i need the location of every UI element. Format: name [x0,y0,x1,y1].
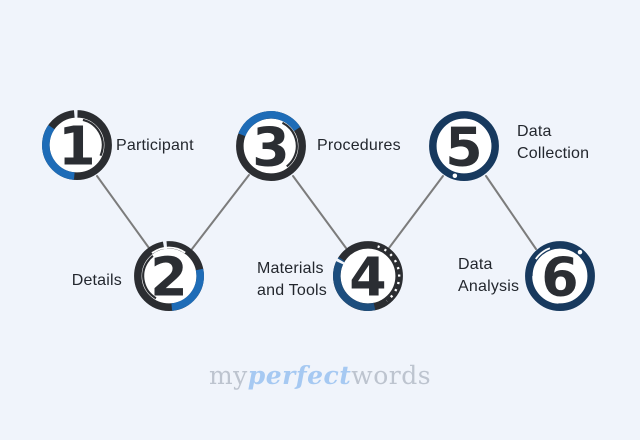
step-label-4: Materials and Tools [257,260,328,299]
brand-logo-part2: perfect [247,361,352,390]
step-node-2: 2 [126,233,212,319]
step-circle-icon-1: 1 [41,109,113,181]
connector-line-1-2 [96,175,150,249]
step-label-1: Participant [116,137,194,154]
connector-line-3-4 [292,175,347,249]
brand-logo-part1: my [208,361,248,390]
step-node-1: 1 [34,102,120,188]
step-circle-icon-6: 6 [525,241,595,311]
step-number: 6 [541,245,578,308]
step-number: 5 [445,115,482,178]
step-label-2: Details [71,272,122,289]
connector-line-5-6 [485,175,537,250]
step-number: 1 [58,114,95,177]
step-label-3: Procedures [317,137,401,154]
step-circle-icon-2: 2 [133,240,205,312]
step-number: 2 [150,245,187,308]
step-node-3: 3 [228,103,314,189]
step-circle-icon-3: 3 [236,111,306,181]
brand-logo-part3: words [351,361,432,390]
step-node-4: 4 [325,233,411,319]
step-number: 3 [252,115,289,178]
step-label-5: Data Collection [517,123,590,162]
step-circle-icon-5: 5 [429,111,499,181]
step-node-5: 5 [421,103,507,189]
connector-line-2-3 [191,174,250,250]
brand-logo: myperfectwords [0,361,640,390]
connector-line-4-5 [388,175,444,249]
step-label-6: Data Analysis [458,256,520,295]
step-node-6: 6 [517,233,603,319]
step-number: 4 [349,245,386,308]
step-circle-icon-4: 4 [332,240,404,312]
